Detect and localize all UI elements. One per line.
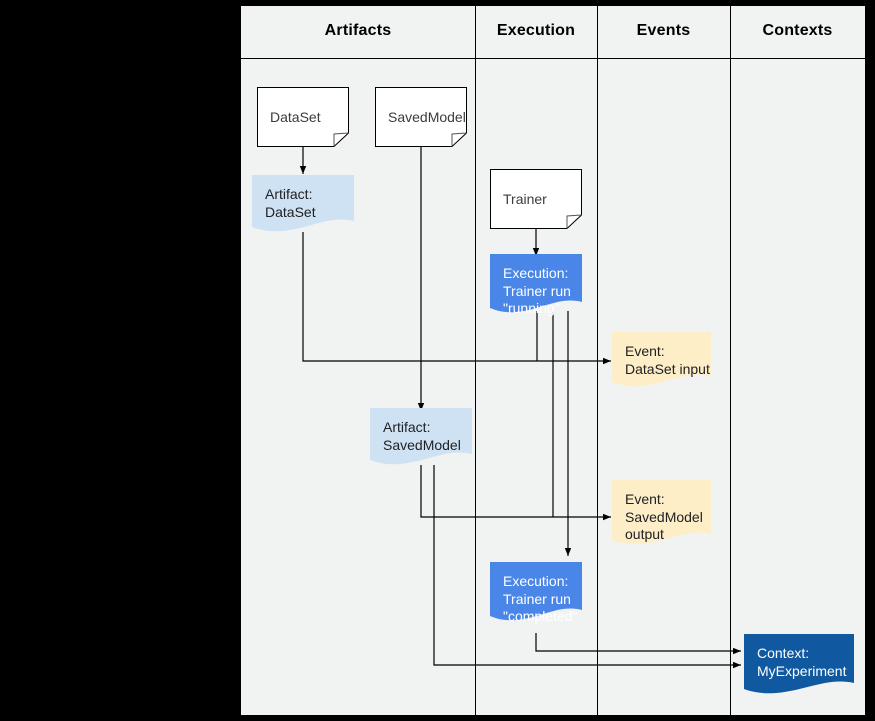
edge-execution-completed-to-context xyxy=(535,633,741,655)
column-divider-execution-events xyxy=(597,6,598,715)
note-shape xyxy=(370,408,472,465)
node-execution-completed[interactable]: Execution: Trainer run "completed" xyxy=(490,562,582,624)
node-label: Context: MyExperiment xyxy=(757,645,847,679)
node-savedmodel-type[interactable]: SavedModel xyxy=(375,87,467,147)
node-event-savedmodel-output[interactable]: Event: SavedModel output xyxy=(612,480,711,547)
document-shape xyxy=(375,87,467,147)
node-artifact-savedmodel[interactable]: Artifact: SavedModel xyxy=(370,408,472,467)
note-shape xyxy=(612,480,711,545)
document-shape xyxy=(257,87,349,147)
node-label: Execution: Trainer run "running" xyxy=(503,265,571,316)
node-execution-running[interactable]: Execution: Trainer run "running" xyxy=(490,254,582,316)
node-label: SavedModel xyxy=(388,109,466,125)
column-divider-artifacts-execution xyxy=(475,6,476,715)
header-divider xyxy=(241,58,865,59)
node-event-dataset-input[interactable]: Event: DataSet input xyxy=(612,332,711,389)
note-shape xyxy=(612,332,711,387)
node-context-myexperiment[interactable]: Context: MyExperiment xyxy=(744,634,854,696)
column-header-contexts: Contexts xyxy=(762,22,833,39)
edge-artifact-savedmodel-to-event xyxy=(420,465,611,521)
column-header-artifacts: Artifacts xyxy=(324,22,392,39)
note-shape xyxy=(490,254,582,313)
node-trainer-type[interactable]: Trainer xyxy=(490,169,582,229)
node-label: Artifact: SavedModel xyxy=(383,419,461,453)
note-shape xyxy=(490,562,582,621)
diagram-frame: Artifacts Execution Events Contexts xyxy=(241,6,865,715)
node-label: Artifact: DataSet xyxy=(265,186,316,220)
column-header-execution: Execution xyxy=(496,22,576,39)
node-label: Event: SavedModel output xyxy=(625,491,703,542)
note-shape xyxy=(252,175,354,232)
node-dataset-type[interactable]: DataSet xyxy=(257,87,349,147)
note-shape xyxy=(744,634,854,694)
node-label: DataSet xyxy=(270,109,321,125)
node-label: Event: DataSet input xyxy=(625,343,710,377)
document-shape xyxy=(490,169,582,229)
column-header-events: Events xyxy=(636,22,691,39)
node-artifact-dataset[interactable]: Artifact: DataSet xyxy=(252,175,354,234)
node-label: Execution: Trainer run "completed" xyxy=(503,573,578,624)
column-divider-events-contexts xyxy=(730,6,731,715)
node-label: Trainer xyxy=(503,191,547,207)
